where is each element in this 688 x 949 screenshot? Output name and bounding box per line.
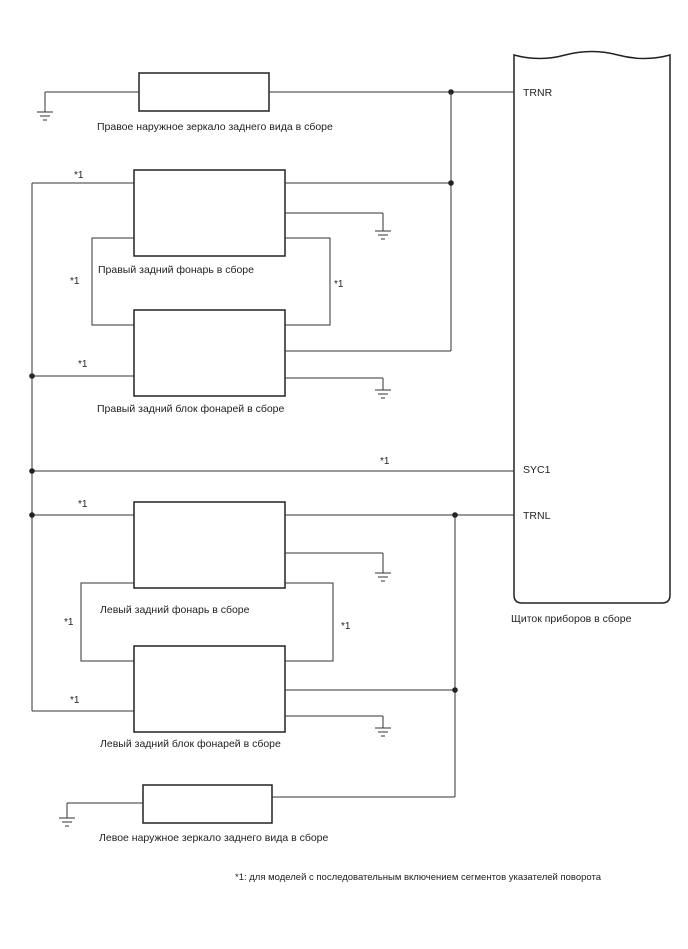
- ground-icon: [375, 230, 391, 240]
- left-lamp-label: Левый задний фонарь в сборе: [100, 604, 250, 616]
- marker-label: *1: [78, 359, 88, 370]
- marker-label: *1: [64, 617, 74, 628]
- left-lamp-unit-box: [133, 645, 286, 733]
- left-lamp-unit-label: Левый задний блок фонарей в сборе: [100, 738, 281, 750]
- marker-label: *1: [341, 621, 351, 632]
- ground-icon: [37, 111, 53, 121]
- pin-syc1: SYC1: [523, 464, 551, 476]
- ground-icon: [375, 727, 391, 737]
- footnote: *1: для моделей с последовательным включ…: [235, 872, 602, 883]
- right-lamp-box: [133, 169, 286, 257]
- ground-icon: [375, 389, 391, 399]
- junction-dot: [29, 468, 35, 474]
- marker-label: *1: [74, 170, 84, 181]
- marker-label: *1: [334, 279, 344, 290]
- left-mirror-label: Левое наружное зеркало заднего вида в сб…: [99, 832, 329, 844]
- marker-label: *1: [70, 276, 80, 287]
- right-lamp-unit-box: [133, 309, 286, 397]
- left-mirror-box: [142, 784, 273, 824]
- right-lamp-unit-label: Правый задний блок фонарей в сборе: [97, 403, 285, 415]
- left-lamp-box: [133, 501, 286, 589]
- right-mirror-label: Правое наружное зеркало заднего вида в с…: [97, 121, 333, 133]
- meter-label: Щиток приборов в сборе: [511, 613, 632, 625]
- junction-dot: [452, 687, 458, 693]
- right-mirror-box: [138, 72, 270, 112]
- ground-icon: [375, 572, 391, 582]
- pin-trnl: TRNL: [523, 510, 551, 522]
- marker-label: *1: [70, 695, 80, 706]
- pin-trnr: TRNR: [523, 87, 553, 99]
- junction-dot: [448, 180, 454, 186]
- marker-label: *1: [78, 499, 88, 510]
- right-lamp-label: Правый задний фонарь в сборе: [98, 264, 254, 276]
- ground-icon: [59, 817, 75, 827]
- combination-meter-box: [513, 50, 671, 604]
- junction-dot: [29, 512, 35, 518]
- marker-label: *1: [380, 456, 390, 467]
